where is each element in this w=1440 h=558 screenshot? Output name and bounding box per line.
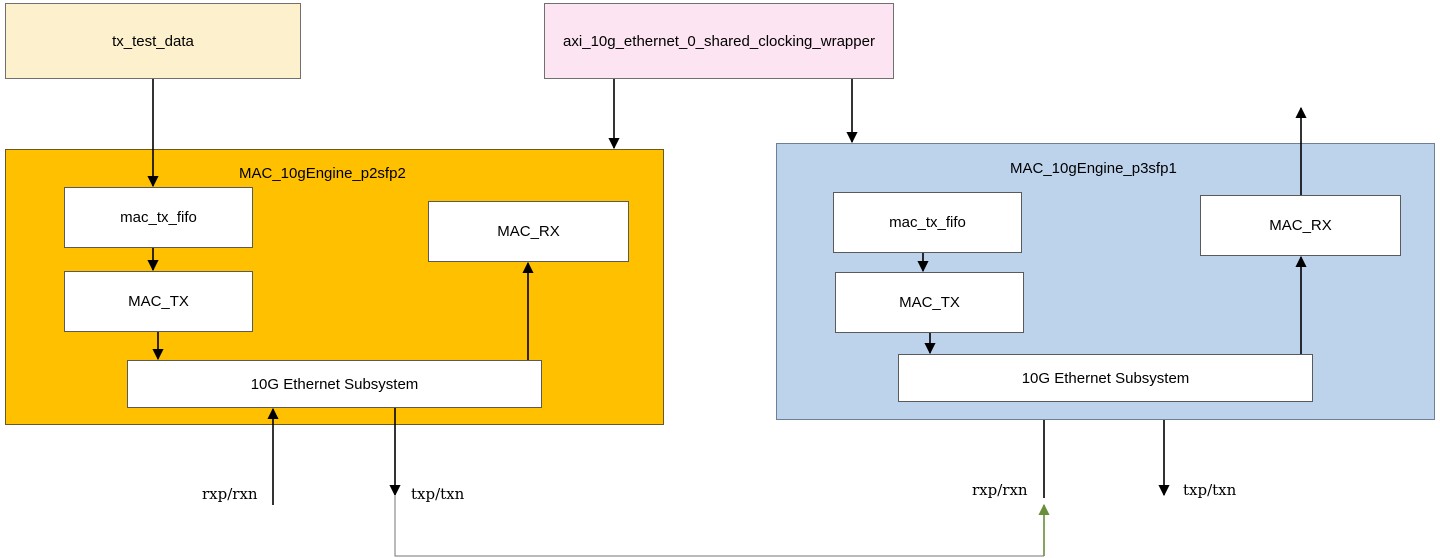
p2-mac-tx-block: MAC_TX	[64, 271, 253, 332]
wire-p2-tx-to-p3-rx	[394, 495, 1044, 557]
p3-mac-tx-fifo-block: mac_tx_fifo	[833, 192, 1022, 253]
p2-mac-rx-block: MAC_RX	[428, 201, 629, 262]
p3-mac-rx-block: MAC_RX	[1200, 195, 1401, 256]
p3-txp-txn-label: txp/txn	[1183, 481, 1237, 499]
p3-mac-tx-block: MAC_TX	[835, 272, 1024, 333]
p2-txp-txn-label: txp/txn	[411, 485, 465, 503]
shared-clocking-wrapper-block: axi_10g_ethernet_0_shared_clocking_wrapp…	[544, 3, 894, 79]
p2-rxp-rxn-label: rxp/rxn	[202, 485, 258, 503]
tx-test-data-block: tx_test_data	[5, 3, 301, 79]
p3-ethernet-subsystem-block: 10G Ethernet Subsystem	[898, 354, 1313, 402]
p2-ethernet-subsystem-block: 10G Ethernet Subsystem	[127, 360, 542, 408]
mac-engine-p2sfp2-title: MAC_10gEngine_p2sfp2	[239, 165, 406, 182]
p2-mac-tx-fifo-block: mac_tx_fifo	[64, 187, 253, 248]
p3-rxp-rxn-label: rxp/rxn	[972, 481, 1028, 499]
mac-engine-p3sfp1-title: MAC_10gEngine_p3sfp1	[1010, 160, 1177, 177]
